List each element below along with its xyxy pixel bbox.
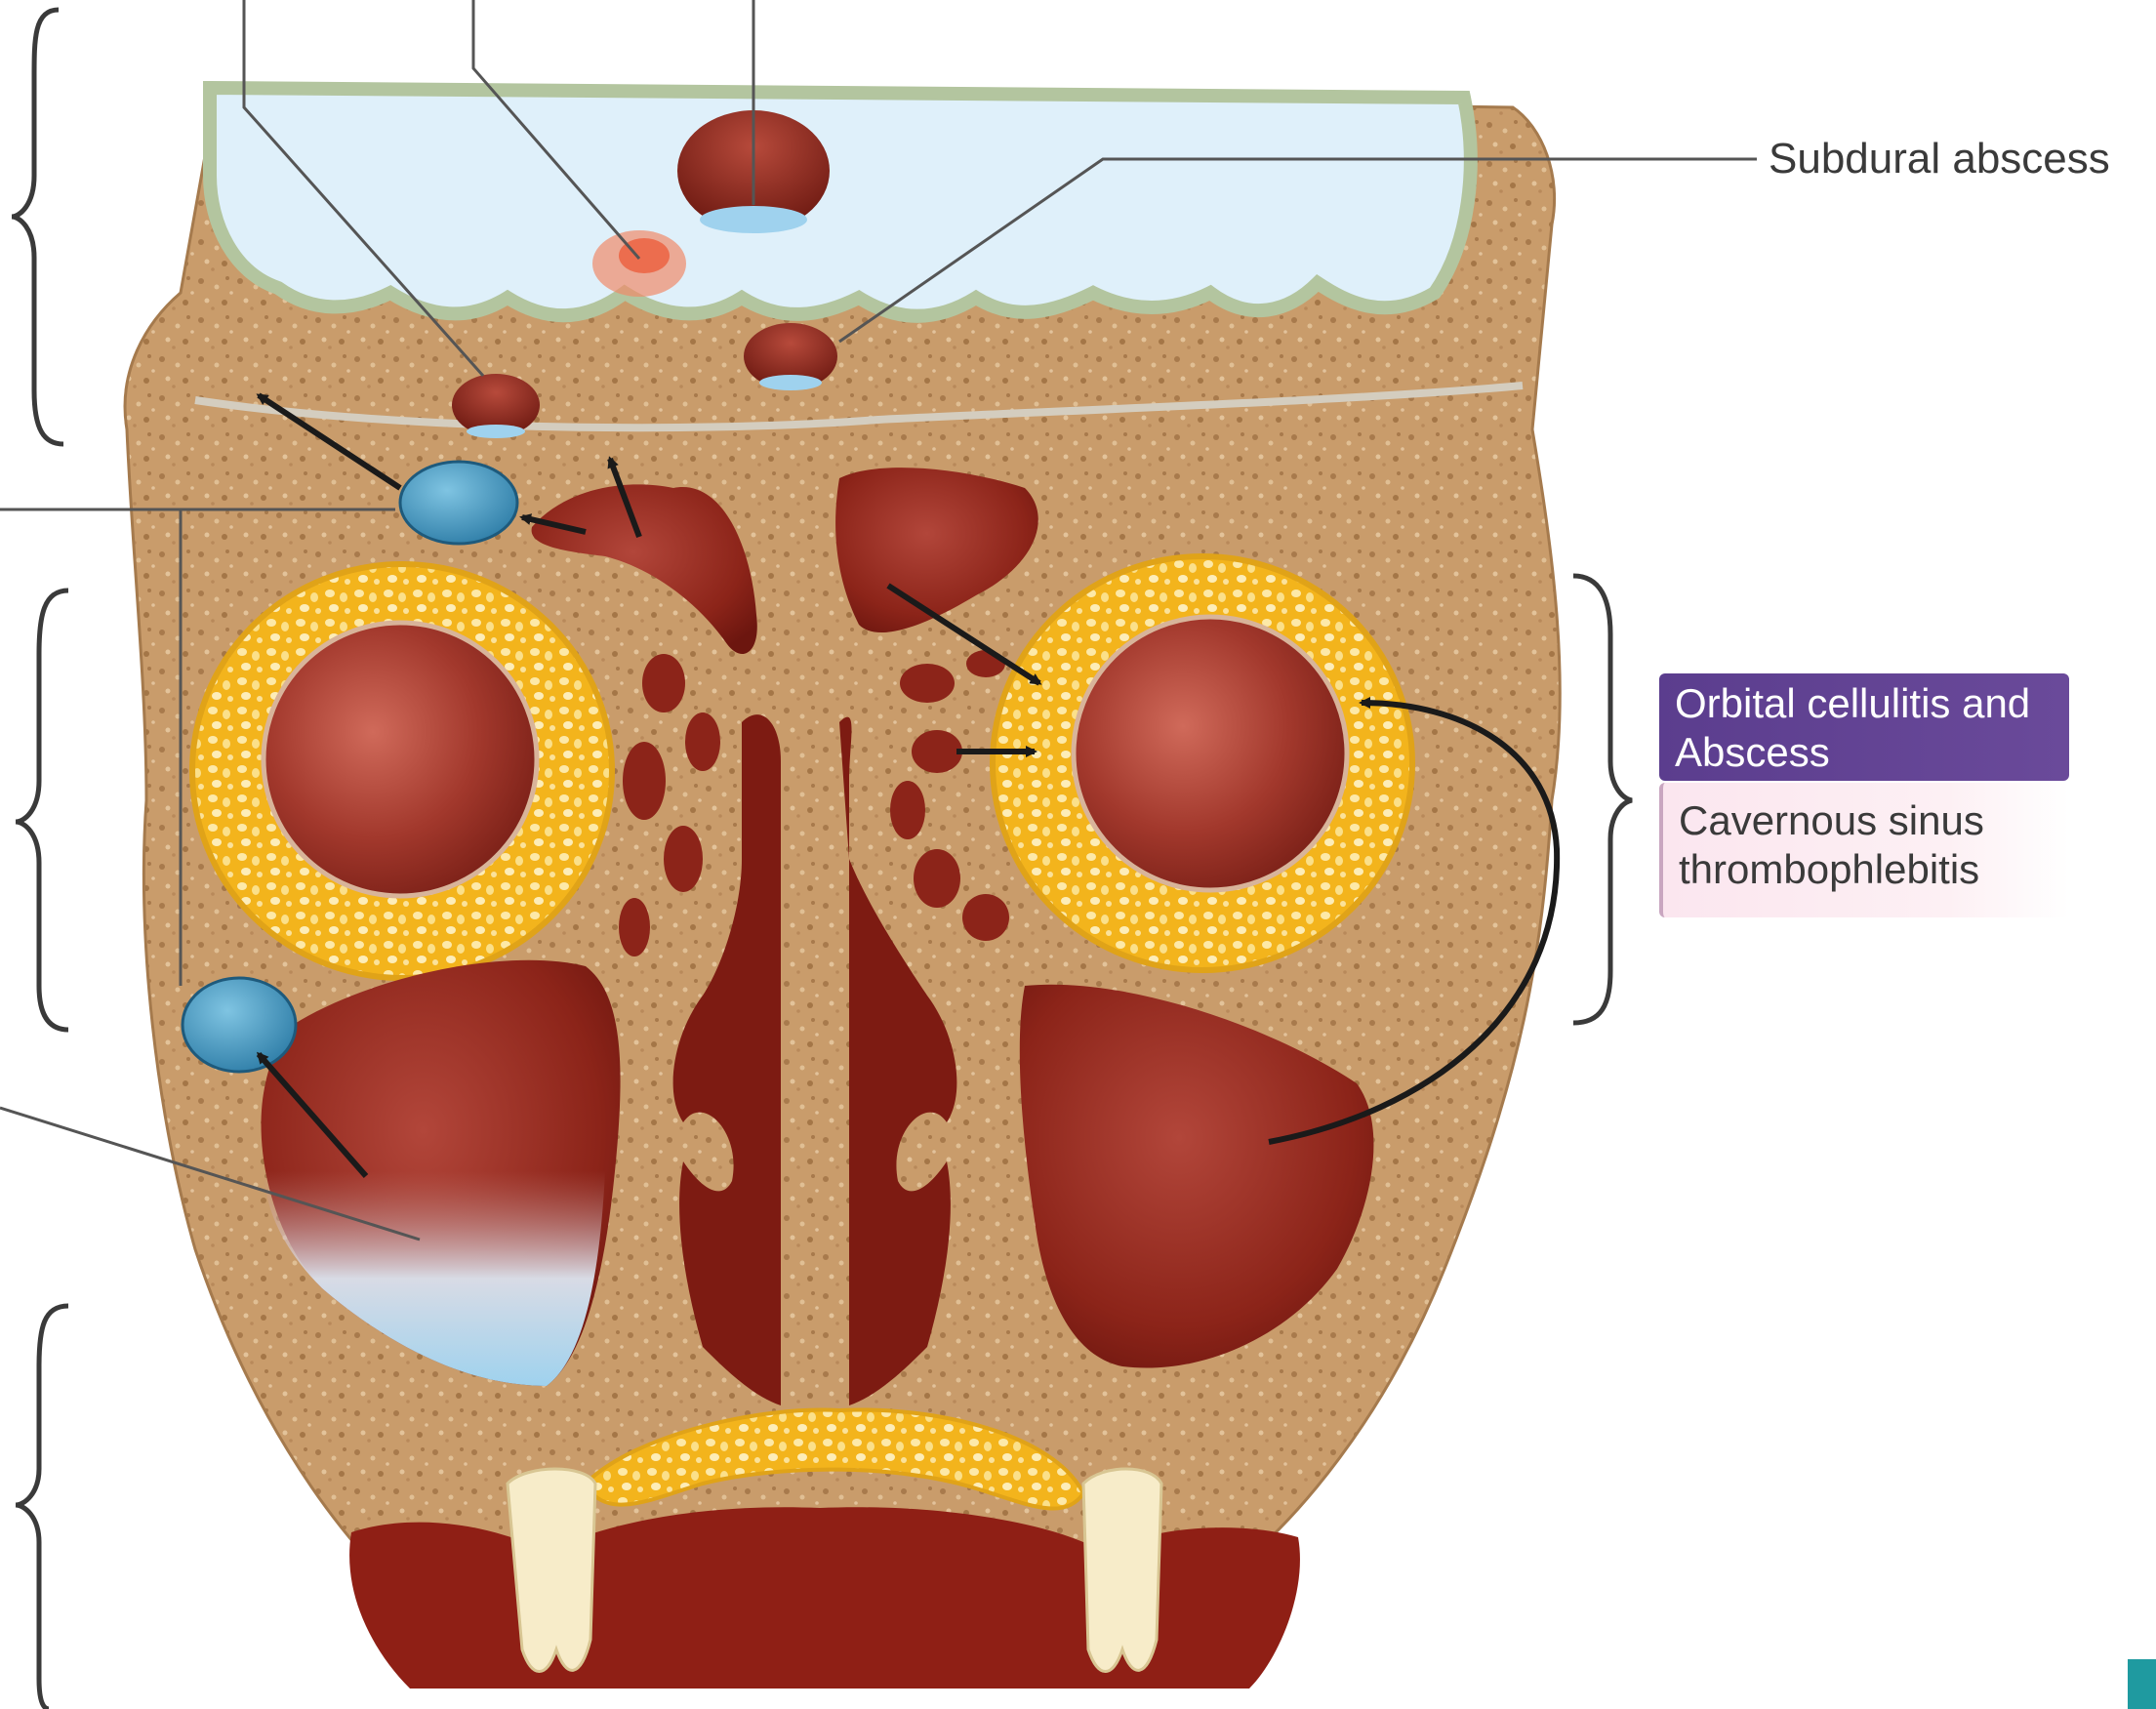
nasal-septum <box>793 703 837 1405</box>
corner-marker <box>2128 1659 2156 1709</box>
periorbital-abscess-lower <box>183 978 296 1072</box>
subdural-abscess-label: Subdural abscess <box>1769 135 2110 183</box>
eye-left <box>264 623 537 896</box>
cavernous-sinus-label: Cavernous sinus thrombophlebitis <box>1659 783 2069 917</box>
bracket-left-top <box>12 10 63 444</box>
orbit-right <box>993 556 1412 970</box>
meningitis-patch <box>592 230 686 297</box>
orbital-cellulitis-label: Orbital cellulitis and Abscess <box>1659 673 2069 781</box>
orbit-left <box>192 564 612 978</box>
periorbital-abscess-upper <box>400 462 517 544</box>
bracket-left-middle <box>16 590 68 1030</box>
tooth-left <box>508 1469 595 1672</box>
bracket-right <box>1573 576 1632 1023</box>
bracket-left-bottom <box>16 1306 68 1709</box>
tooth-right <box>1083 1469 1161 1672</box>
eye-right <box>1074 617 1347 890</box>
